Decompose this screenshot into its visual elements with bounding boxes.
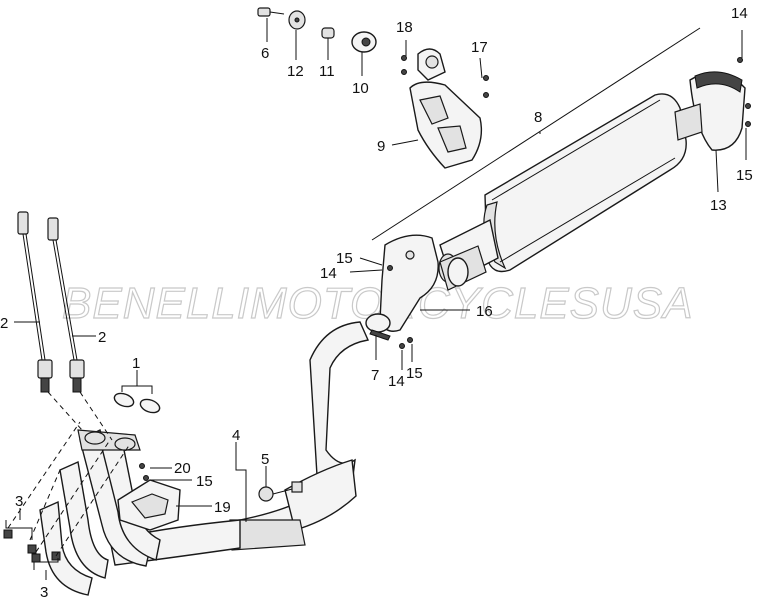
callout-16: 16 bbox=[476, 303, 493, 320]
callout-4: 4 bbox=[232, 427, 240, 444]
callout-12: 12 bbox=[287, 63, 304, 80]
temperature-sensor bbox=[258, 481, 303, 502]
exhaust-gaskets bbox=[113, 392, 161, 414]
callout-8: 8 bbox=[534, 109, 542, 126]
rubber-mount-parts bbox=[257, 7, 377, 53]
callout-19: 19 bbox=[214, 499, 231, 516]
muffler-group-bracket bbox=[371, 27, 701, 241]
exhaust-clamp bbox=[365, 313, 391, 341]
callout-15-low: 15 bbox=[406, 365, 423, 382]
callout-18: 18 bbox=[396, 19, 413, 36]
alignment-lines bbox=[7, 391, 131, 557]
oxygen-sensors bbox=[17, 211, 85, 393]
callout-2-left: 2 bbox=[0, 315, 8, 332]
callout-1: 1 bbox=[132, 355, 140, 372]
callout-15-right: 15 bbox=[736, 167, 753, 184]
callout-20: 20 bbox=[174, 460, 191, 477]
leader-lines bbox=[5, 18, 747, 580]
muffler-end-cap bbox=[674, 71, 746, 151]
link-pipe bbox=[379, 234, 487, 332]
callout-15-left: 15 bbox=[196, 473, 213, 490]
callout-7: 7 bbox=[371, 367, 379, 384]
callout-17: 17 bbox=[471, 39, 488, 56]
callout-13: 13 bbox=[710, 197, 727, 214]
callout-labels: 1 2 2 3 3 4 5 6 7 8 9 10 11 12 13 14 14 … bbox=[0, 5, 753, 601]
callout-9: 9 bbox=[377, 138, 385, 155]
callout-11: 11 bbox=[319, 63, 335, 80]
callout-10: 10 bbox=[352, 80, 369, 97]
callout-5: 5 bbox=[261, 451, 269, 468]
callout-14-low: 14 bbox=[388, 373, 405, 390]
callout-3-upper: 3 bbox=[15, 493, 23, 510]
callout-6: 6 bbox=[261, 45, 269, 62]
callout-14-top: 14 bbox=[731, 5, 748, 22]
callout-15-mid: 15 bbox=[336, 250, 353, 267]
callout-2-right: 2 bbox=[98, 329, 106, 346]
muffler-hanger-bracket bbox=[409, 48, 483, 169]
callout-14-mid: 14 bbox=[320, 265, 337, 282]
callout-3-lower: 3 bbox=[40, 584, 48, 601]
